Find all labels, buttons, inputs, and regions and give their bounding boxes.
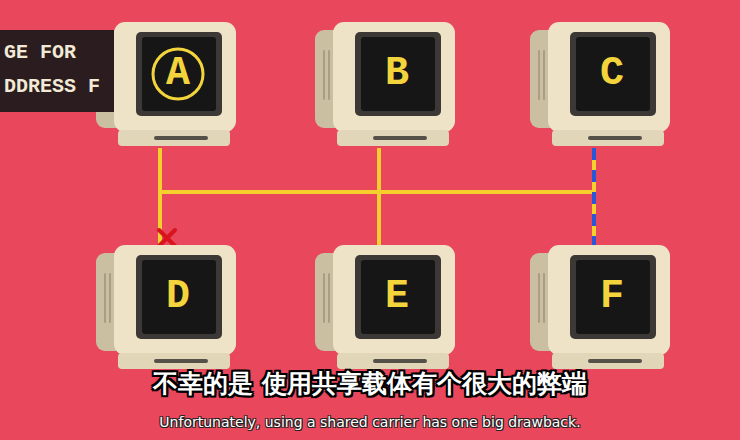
screen-bezel	[136, 32, 222, 116]
screen-bezel	[570, 32, 656, 116]
base-slot	[154, 359, 208, 363]
base-slot	[154, 136, 208, 140]
vent-groove	[323, 50, 325, 100]
vent-groove	[104, 50, 106, 100]
monitor-body	[333, 22, 455, 132]
computer-letter: D	[166, 277, 190, 317]
cable-line	[377, 148, 381, 245]
message-tag: GE FOR	[4, 43, 76, 63]
screen	[576, 260, 650, 334]
vent-groove	[538, 50, 540, 100]
cable-line	[379, 148, 594, 192]
collision-cross	[159, 230, 175, 246]
cross-stroke	[159, 230, 175, 246]
screen-bezel	[355, 255, 441, 339]
computer-letter: F	[600, 277, 624, 317]
signal-pulse	[592, 148, 596, 245]
monitor-body	[333, 245, 455, 355]
screen	[576, 37, 650, 111]
monitor-base	[337, 353, 449, 369]
monitor-base	[118, 130, 230, 146]
subtitle-chinese: 不幸的是 使用共享载体有个很大的弊端	[153, 367, 587, 400]
screen	[361, 260, 435, 334]
monitor-body	[114, 22, 236, 132]
monitor-body	[114, 245, 236, 355]
screen	[142, 37, 216, 111]
screen-bezel	[136, 255, 222, 339]
vent-groove	[328, 50, 330, 100]
screen-bezel	[355, 32, 441, 116]
computer-node: A	[96, 22, 236, 148]
monitor-base	[552, 353, 664, 369]
screen	[142, 260, 216, 334]
vent-groove	[104, 273, 106, 323]
base-slot	[588, 136, 642, 140]
screen-bezel	[570, 255, 656, 339]
base-slot	[373, 359, 427, 363]
network-cable	[379, 148, 380, 245]
monitor-body	[548, 22, 670, 132]
vent-groove	[109, 273, 111, 323]
network-cable	[594, 148, 595, 245]
cross-stroke	[159, 230, 175, 246]
monitor-base	[337, 130, 449, 146]
computer-letter: B	[385, 54, 409, 94]
subtitle-english: Unfortunately, using a shared carrier ha…	[159, 414, 580, 430]
highlight-ring	[153, 49, 203, 99]
computer-node: C	[530, 22, 670, 148]
monitor-base	[552, 130, 664, 146]
computer-letter: A	[166, 54, 190, 94]
computer-letter: C	[600, 54, 624, 94]
computer-node: D	[96, 245, 236, 371]
cable-line	[160, 148, 379, 192]
message-tag: DDRESS F	[4, 77, 100, 97]
cable-line	[592, 148, 596, 245]
vent-groove	[538, 273, 540, 323]
network-cable	[379, 148, 594, 192]
computer-node: E	[315, 245, 455, 371]
vent-groove	[543, 273, 545, 323]
base-slot	[373, 136, 427, 140]
computer-node: B	[315, 22, 455, 148]
vent-groove	[543, 50, 545, 100]
base-slot	[588, 359, 642, 363]
vent-groove	[323, 273, 325, 323]
monitor-base	[118, 353, 230, 369]
vent-groove	[328, 273, 330, 323]
network-cable	[160, 148, 379, 192]
monitor-body	[548, 245, 670, 355]
screen	[361, 37, 435, 111]
computer-letter: E	[385, 277, 409, 317]
vent-groove	[109, 50, 111, 100]
computer-node: F	[530, 245, 670, 371]
